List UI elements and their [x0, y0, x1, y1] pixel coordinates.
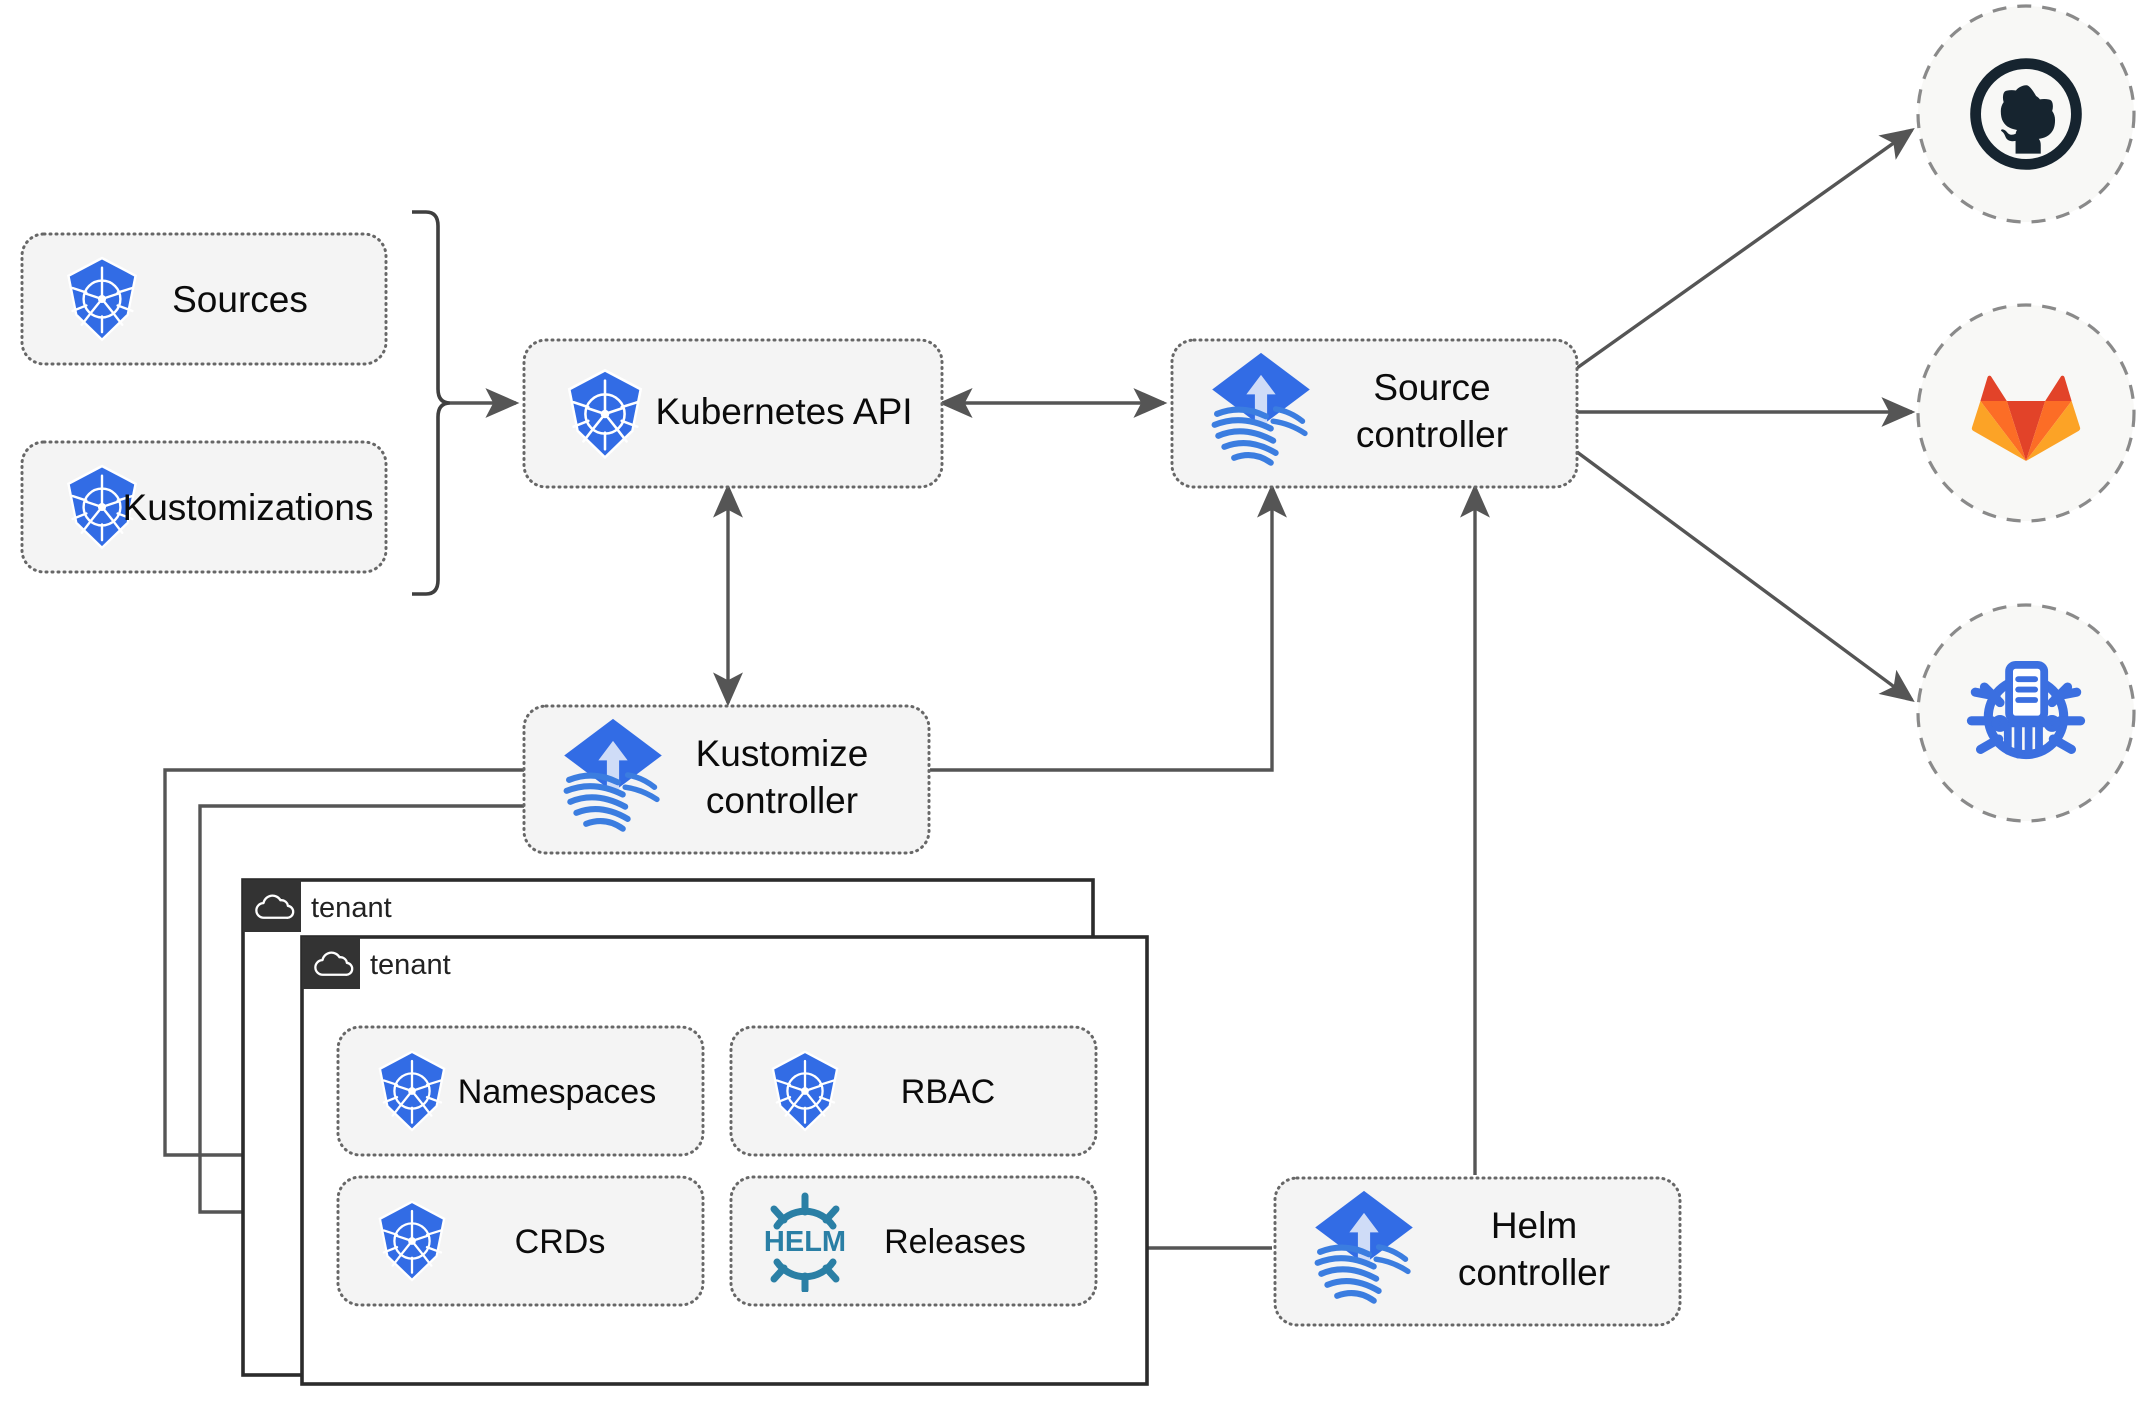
edge-source-to-bucket	[1575, 450, 1915, 703]
tenant-container-front[interactable]: tenant	[300, 935, 1149, 1386]
edge-kustomize-to-tenant-back	[163, 768, 524, 1170]
node-label-source-controller-line1: Source	[1373, 367, 1490, 408]
node-kustomize-controller[interactable]: Kustomize controller	[522, 704, 931, 855]
node-crds[interactable]: CRDs	[336, 1175, 705, 1307]
node-label-sources: Sources	[172, 279, 308, 320]
node-namespaces[interactable]: Namespaces	[336, 1025, 705, 1157]
node-source-controller[interactable]: Source controller	[1170, 338, 1579, 489]
helm-icon	[761, 1196, 849, 1290]
node-kustomizations[interactable]: Kustomizations	[20, 440, 388, 574]
node-label-rbac: RBAC	[901, 1073, 995, 1111]
node-kubernetes-api[interactable]: Kubernetes API	[522, 338, 944, 489]
provider-bucket[interactable]	[1916, 603, 2136, 823]
node-label-helm-controller-line1: Helm	[1491, 1205, 1577, 1246]
node-label-kustomizations: Kustomizations	[123, 487, 374, 528]
provider-gitlab[interactable]	[1916, 303, 2136, 523]
node-label-source-controller-line2: controller	[1356, 414, 1508, 455]
tenant-label-front: tenant	[370, 949, 451, 981]
node-label-kustomize-controller-line2: controller	[706, 780, 858, 821]
node-sources[interactable]: Sources	[20, 232, 388, 366]
provider-github[interactable]	[1916, 4, 2136, 224]
node-label-namespaces: Namespaces	[458, 1073, 656, 1111]
tenant-label-back: tenant	[311, 892, 392, 924]
node-label-helm-controller-line2: controller	[1458, 1252, 1610, 1293]
node-rbac[interactable]: RBAC	[729, 1025, 1098, 1157]
node-label-crds: CRDs	[515, 1223, 606, 1261]
edge-source-to-github	[1576, 128, 1915, 370]
node-helm-controller[interactable]: Helm controller	[1273, 1176, 1682, 1327]
node-label-kustomize-controller-line1: Kustomize	[696, 733, 869, 774]
node-label-releases: Releases	[884, 1223, 1026, 1261]
group-bracket	[412, 210, 451, 596]
node-releases[interactable]: Releases	[729, 1175, 1098, 1307]
node-label-kubernetes-api: Kubernetes API	[655, 391, 912, 432]
edge-kustomize-to-source	[930, 483, 1287, 772]
